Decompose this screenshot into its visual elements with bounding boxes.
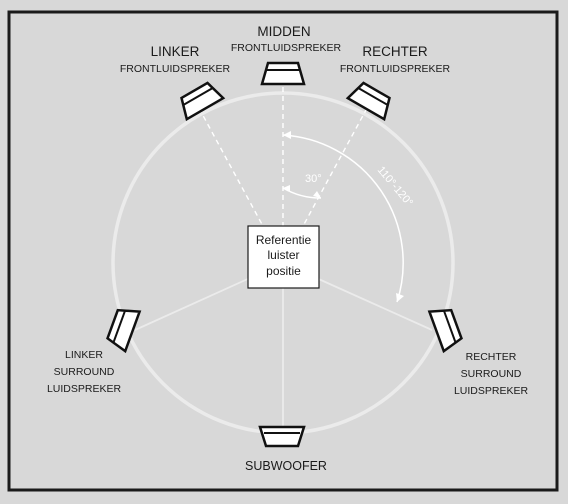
- reference-line-1: Referentie: [256, 233, 312, 247]
- left-surround-speaker-icon: [106, 308, 142, 354]
- left-front-speaker-icon: [180, 81, 226, 122]
- subwoofer-label: SUBWOOFER: [245, 459, 327, 473]
- reference-line-2: luister: [267, 248, 299, 262]
- right-front-label-line-1: RECHTER: [362, 44, 428, 59]
- arc-30: [282, 187, 322, 199]
- subwoofer-speaker-icon: [258, 425, 306, 448]
- arc-110-120: [282, 134, 404, 303]
- left-front-label-line-1: LINKER: [151, 44, 200, 59]
- right-surround-label-line-1: RECHTER: [466, 351, 517, 363]
- right-surround-label-line-3: LUIDSPREKER: [454, 385, 529, 397]
- arc-30-arrow-right: [313, 191, 321, 198]
- left-surround-label-line-1: LINKER: [65, 349, 103, 361]
- left-surround-label-line-3: LUIDSPREKER: [47, 383, 122, 395]
- arc-30-arrow-left: [283, 185, 290, 191]
- left-surround-label-line-2: SURROUND: [54, 366, 115, 378]
- reference-line-3: positie: [266, 264, 301, 278]
- center-label-line-2: FRONTLUIDSPREKER: [231, 42, 342, 54]
- right-surround-label-line-2: SURROUND: [461, 368, 522, 380]
- right-front-label-line-2: FRONTLUIDSPREKER: [340, 63, 451, 75]
- right-surround-speaker-icon: [427, 308, 463, 354]
- arc-110-arrow-bottom: [396, 293, 404, 302]
- right-front-speaker-icon: [345, 81, 391, 122]
- center-label-line-1: MIDDEN: [257, 24, 310, 39]
- arc-110-arrow-top: [283, 131, 291, 139]
- center-speaker-icon: [260, 61, 306, 86]
- left-front-label-line-2: FRONTLUIDSPREKER: [120, 63, 231, 75]
- reference-position-box: [247, 225, 320, 289]
- angle-label-30: 30°: [305, 173, 322, 185]
